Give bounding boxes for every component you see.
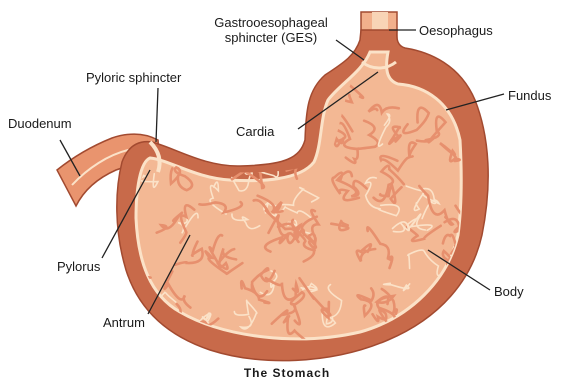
- ruga-fold: [160, 94, 184, 118]
- ruga-fold: [195, 82, 220, 103]
- ruga-fold: [221, 61, 246, 83]
- ruga-fold: [283, 52, 305, 80]
- ruga-fold: [150, 84, 170, 106]
- label-pyloric-sphincter: Pyloric sphincter: [86, 70, 181, 85]
- label-fundus: Fundus: [508, 88, 551, 103]
- ruga-fold: [131, 98, 156, 119]
- label-duodenum: Duodenum: [8, 116, 72, 131]
- ruga-fold: [214, 88, 259, 112]
- ruga-fold: [122, 92, 144, 107]
- ruga-fold: [453, 34, 483, 72]
- label-body: Body: [494, 284, 524, 299]
- leader-pyloric-sphincter: [156, 88, 158, 142]
- ruga-fold: [460, 306, 497, 319]
- diagram-title: The Stomach: [0, 366, 574, 380]
- label-oesophagus: Oesophagus: [419, 23, 493, 38]
- ruga-fold: [232, 142, 242, 161]
- ruga-fold: [133, 106, 158, 128]
- ruga-fold: [278, 119, 293, 135]
- ruga-fold: [278, 131, 305, 147]
- label-ges: Gastrooesophageal sphincter (GES): [181, 15, 361, 45]
- label-pylorus: Pylorus: [57, 259, 100, 274]
- ruga-fold: [181, 75, 210, 97]
- label-antrum: Antrum: [103, 315, 145, 330]
- ruga-fold: [267, 96, 285, 111]
- label-ges-line1: Gastrooesophageal: [181, 15, 361, 30]
- ruga-fold: [129, 84, 148, 104]
- label-ges-line2: sphincter (GES): [181, 30, 361, 45]
- ruga-fold: [197, 58, 226, 85]
- ruga-fold: [193, 117, 226, 150]
- ruga-fold: [186, 90, 220, 110]
- label-cardia: Cardia: [236, 124, 274, 139]
